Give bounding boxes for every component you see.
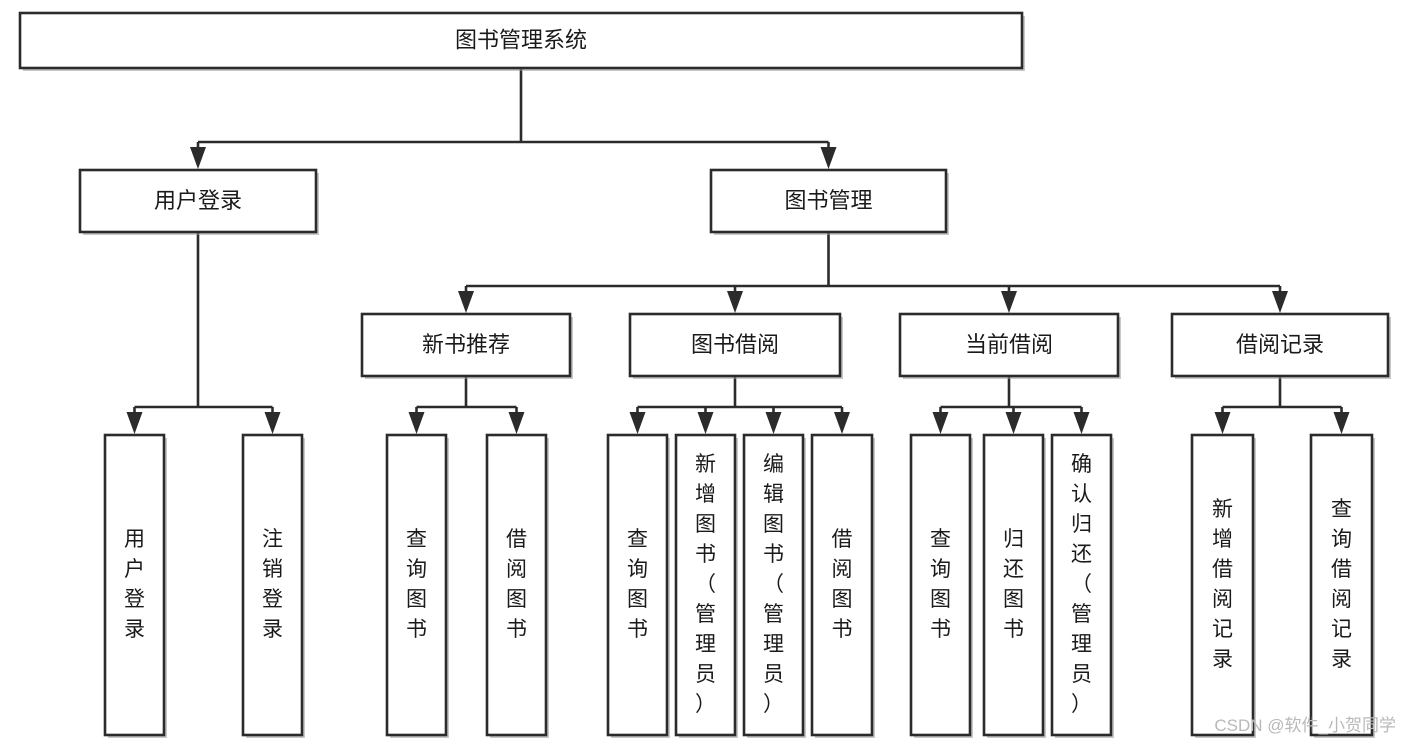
node-label: 编辑图书（管理员） [763,453,784,716]
node-label: 用户登录 [154,188,242,213]
node-box[interactable] [485,433,548,737]
node-leaf_13[interactable]: 查询借阅记录 [1309,433,1375,738]
node-leaf_4[interactable]: 借阅图书 [485,433,549,738]
node-box[interactable] [103,433,166,737]
node-leaf_8[interactable]: 借阅图书 [810,433,875,738]
node-l3_1[interactable]: 新书推荐 [360,312,573,379]
node-leaf_7[interactable]: 编辑图书（管理员） [742,433,806,738]
node-label: 确认归还（管理员） [1071,453,1092,716]
edge-group-l3_1 [408,376,525,434]
node-box[interactable] [606,433,669,737]
node-label: 当前借阅 [965,332,1053,357]
node-box[interactable] [385,433,448,737]
node-leaf_10[interactable]: 归还图书 [982,433,1046,738]
node-box[interactable] [909,433,972,737]
edge-group-l2_1 [126,232,281,434]
node-box[interactable] [742,433,805,737]
node-label: 图书借阅 [691,332,779,357]
node-l2_1[interactable]: 用户登录 [78,168,319,235]
node-box[interactable] [241,433,304,737]
node-box[interactable] [628,312,842,378]
node-label: 新增借阅记录 [1212,498,1233,671]
node-label: 查询图书 [627,528,648,641]
node-label: 借阅图书 [506,528,527,641]
node-box[interactable] [709,168,948,234]
node-label: 借阅记录 [1236,332,1324,357]
node-l2_2[interactable]: 图书管理 [709,168,949,235]
node-leaf_9[interactable]: 查询图书 [909,433,973,738]
node-leaf_2[interactable]: 注销登录 [241,433,305,738]
node-label: 用户登录 [124,528,145,641]
edge-group-l3_3 [932,376,1090,434]
node-label: 注销登录 [262,528,283,641]
node-box[interactable] [78,168,318,234]
node-leaf_1[interactable]: 用户登录 [103,433,167,738]
edge-group-l3_2 [629,376,850,434]
node-leaf_11[interactable]: 确认归还（管理员） [1050,433,1114,738]
node-leaf_3[interactable]: 查询图书 [385,433,449,738]
node-label: 借阅图书 [832,528,853,641]
node-label: 归还图书 [1003,528,1024,641]
node-box[interactable] [674,433,737,737]
edge-group-l3_4 [1214,376,1350,434]
node-leaf_6[interactable]: 新增图书（管理员） [674,433,738,738]
node-leaf_12[interactable]: 新增借阅记录 [1190,433,1256,738]
node-l3_3[interactable]: 当前借阅 [898,312,1121,379]
node-box[interactable] [1170,312,1390,378]
node-root[interactable]: 图书管理系统 [18,11,1025,71]
node-label: 图书管理 [784,188,872,213]
node-box[interactable] [18,11,1024,70]
node-label: 新书推荐 [422,332,510,357]
edge-group-l2_2 [458,232,1288,313]
node-label: 查询借阅记录 [1331,498,1352,671]
node-box[interactable] [360,312,572,378]
node-leaf_5[interactable]: 查询图书 [606,433,670,738]
csdn-watermark: CSDN @软件_小贺同学 [1214,716,1396,735]
node-label: 图书管理系统 [455,27,587,52]
node-box[interactable] [810,433,874,737]
node-box[interactable] [1309,433,1374,737]
node-box[interactable] [898,312,1120,378]
edges-layer [126,68,1350,434]
node-l3_4[interactable]: 借阅记录 [1170,312,1391,379]
node-l3_2[interactable]: 图书借阅 [628,312,843,379]
node-label: 查询图书 [930,528,951,641]
node-label: 查询图书 [406,528,427,641]
node-box[interactable] [1190,433,1255,737]
edge-group-root [190,68,837,169]
node-box[interactable] [1050,433,1113,737]
nodes-layer: 图书管理系统用户登录图书管理新书推荐图书借阅当前借阅借阅记录用户登录注销登录查询… [18,11,1391,738]
node-box[interactable] [982,433,1045,737]
node-label: 新增图书（管理员） [695,453,716,716]
